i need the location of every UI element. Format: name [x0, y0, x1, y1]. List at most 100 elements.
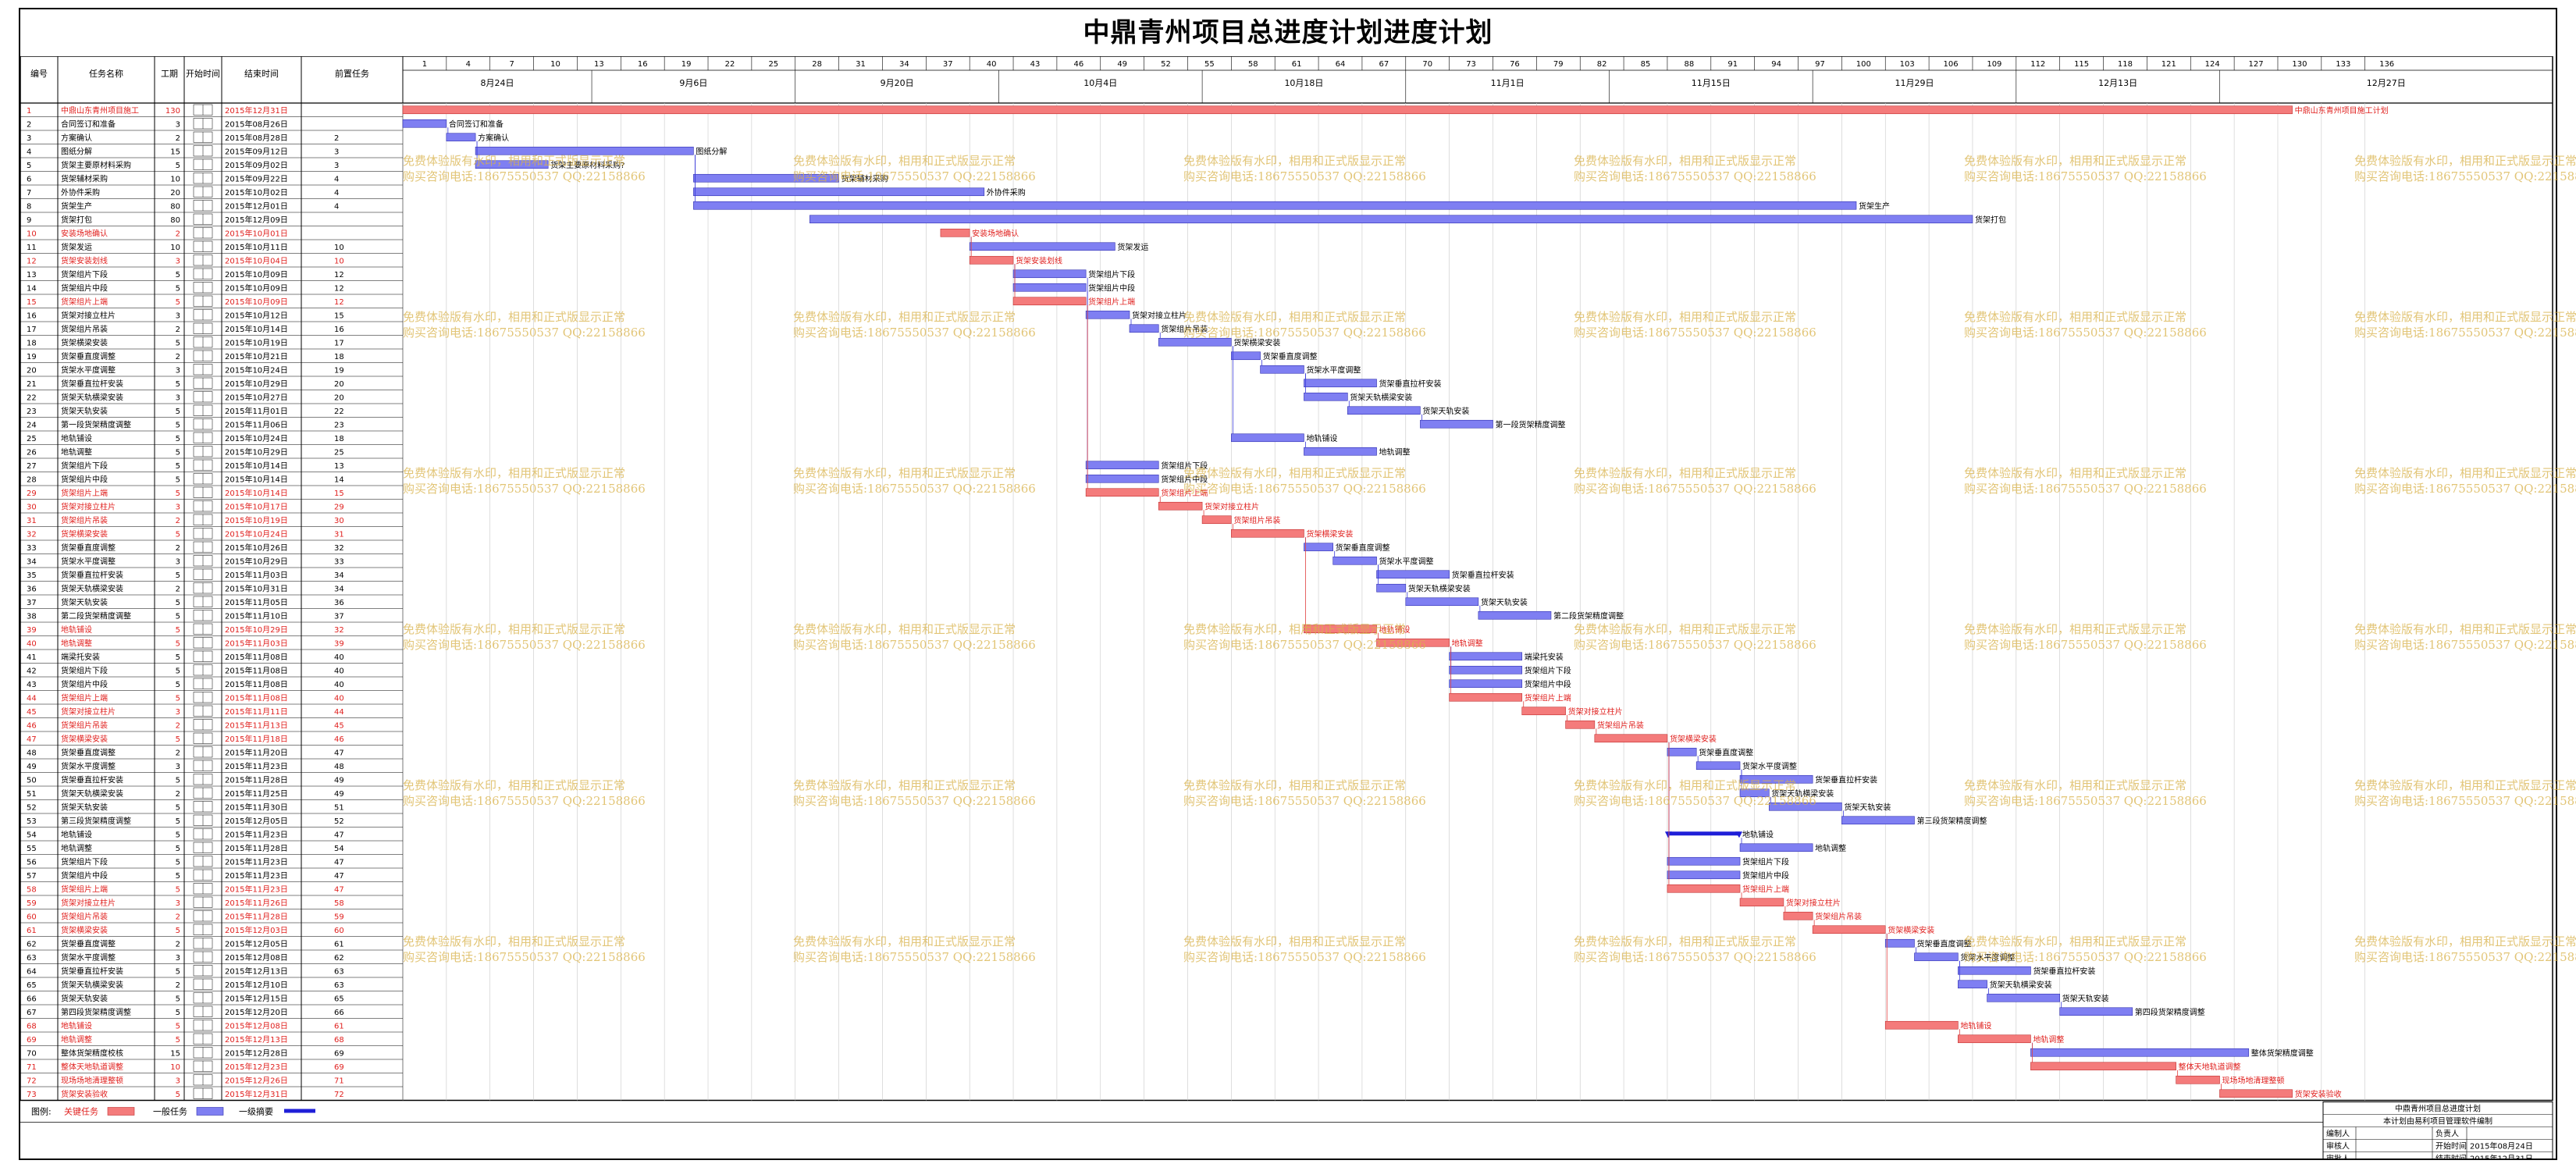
- task-bar[interactable]: [1085, 310, 1130, 319]
- critical-task-bar[interactable]: [402, 105, 2293, 115]
- task-bar[interactable]: [2030, 1048, 2250, 1057]
- task-name: 货架横梁安装: [61, 529, 108, 539]
- task-id: 59: [27, 899, 37, 908]
- task-bar[interactable]: [475, 160, 549, 169]
- critical-task-bar[interactable]: [969, 255, 1014, 265]
- task-id: 27: [27, 462, 37, 471]
- day-label: 103: [1900, 60, 1915, 69]
- task-id: 38: [27, 612, 37, 621]
- task-bar[interactable]: [1405, 597, 1479, 607]
- critical-task-bar[interactable]: [1739, 898, 1784, 907]
- critical-task-bar[interactable]: [1085, 488, 1159, 497]
- task-bar[interactable]: [1332, 556, 1377, 565]
- task-duration: 2: [176, 913, 180, 921]
- day-label: 73: [1466, 60, 1476, 69]
- critical-task-bar[interactable]: [1231, 529, 1304, 538]
- task-bar[interactable]: [1667, 747, 1697, 756]
- task-bar[interactable]: [1841, 816, 1915, 825]
- task-bar[interactable]: [1449, 679, 1523, 689]
- task-predecessor: 69: [334, 1049, 344, 1058]
- critical-task-bar[interactable]: [1449, 692, 1523, 702]
- critical-task-bar[interactable]: [1884, 1020, 1959, 1030]
- task-bar[interactable]: [1376, 570, 1450, 579]
- critical-task-bar[interactable]: [1812, 925, 1886, 934]
- critical-task-bar[interactable]: [1667, 884, 1741, 893]
- task-bar[interactable]: [1158, 337, 1232, 347]
- task-bar[interactable]: [809, 215, 1973, 224]
- critical-task-bar[interactable]: [2176, 1075, 2220, 1084]
- task-bar[interactable]: [1012, 283, 1087, 292]
- task-bar[interactable]: [1304, 543, 1333, 552]
- critical-task-bar[interactable]: [2030, 1062, 2176, 1071]
- task-duration: 5: [176, 448, 180, 457]
- task-duration: 5: [176, 1009, 180, 1017]
- task-bar[interactable]: [1449, 665, 1523, 674]
- task-finish: 2015年08月28日: [225, 133, 288, 143]
- task-duration: 2: [176, 981, 180, 990]
- task-bar-label: 货架生产: [1859, 201, 1890, 211]
- summary-bar[interactable]: [1667, 831, 1741, 836]
- task-bar[interactable]: [1739, 788, 1770, 798]
- task-bar[interactable]: [1739, 843, 1813, 852]
- task-duration: 5: [176, 681, 180, 689]
- task-bar[interactable]: [1260, 365, 1304, 374]
- task-predecessor: 68: [334, 1036, 344, 1045]
- task-bar[interactable]: [693, 201, 1857, 210]
- critical-task-bar[interactable]: [1521, 707, 1566, 716]
- task-id: 35: [27, 571, 37, 580]
- task-bar[interactable]: [1914, 952, 1959, 962]
- task-bar[interactable]: [1129, 324, 1159, 333]
- critical-task-bar[interactable]: [1201, 515, 1232, 525]
- task-bar[interactable]: [1768, 802, 1842, 811]
- task-bar[interactable]: [1667, 870, 1741, 880]
- task-finish: 2015年12月31日: [225, 105, 288, 116]
- task-bar[interactable]: [1958, 980, 1987, 989]
- task-bar[interactable]: [1478, 610, 1552, 620]
- task-bar[interactable]: [402, 119, 447, 128]
- task-finish: 2015年11月01日: [225, 406, 288, 416]
- critical-task-bar[interactable]: [1594, 734, 1668, 743]
- task-bar[interactable]: [2059, 1007, 2133, 1016]
- task-bar[interactable]: [475, 146, 694, 155]
- task-bar[interactable]: [1987, 993, 2060, 1002]
- task-bar[interactable]: [1695, 761, 1741, 771]
- task-name: 现场场地清理整顿: [61, 1075, 123, 1085]
- task-bar[interactable]: [1304, 447, 1377, 456]
- task-bar[interactable]: [1347, 406, 1421, 415]
- critical-task-bar[interactable]: [1304, 625, 1377, 634]
- task-name: 货架组片上端: [61, 297, 108, 307]
- task-finish: 2015年11月25日: [225, 788, 288, 799]
- task-bar[interactable]: [1667, 856, 1741, 866]
- day-label: 43: [1030, 60, 1041, 69]
- critical-task-bar[interactable]: [1783, 911, 1813, 920]
- task-predecessor: 39: [334, 639, 344, 648]
- task-bar[interactable]: [1085, 461, 1159, 470]
- task-bar[interactable]: [693, 187, 985, 197]
- critical-task-bar[interactable]: [940, 228, 970, 237]
- critical-task-bar[interactable]: [2219, 1089, 2293, 1098]
- task-duration: 10: [170, 175, 180, 183]
- task-bar[interactable]: [969, 242, 1115, 251]
- task-name: 方案确认: [61, 133, 92, 143]
- task-bar[interactable]: [1958, 966, 2031, 975]
- task-bar[interactable]: [1231, 351, 1261, 361]
- task-id: 49: [27, 763, 37, 771]
- task-bar[interactable]: [446, 133, 476, 142]
- page-title: 中鼎青州项目总进度计划进度计划: [1083, 17, 1493, 48]
- task-bar[interactable]: [1739, 774, 1813, 784]
- task-bar[interactable]: [1884, 938, 1915, 948]
- task-bar[interactable]: [1420, 419, 1493, 429]
- task-bar[interactable]: [1304, 392, 1348, 401]
- critical-task-bar[interactable]: [1565, 720, 1596, 729]
- task-bar[interactable]: [1231, 433, 1304, 443]
- task-bar[interactable]: [1376, 583, 1407, 593]
- task-bar[interactable]: [1012, 269, 1087, 279]
- critical-task-bar[interactable]: [1376, 638, 1450, 647]
- critical-task-bar[interactable]: [1958, 1034, 2031, 1044]
- task-bar[interactable]: [693, 173, 839, 183]
- task-bar[interactable]: [1304, 379, 1377, 388]
- critical-task-bar[interactable]: [1012, 297, 1087, 306]
- task-bar[interactable]: [1085, 474, 1159, 483]
- task-bar[interactable]: [1449, 652, 1523, 661]
- critical-task-bar[interactable]: [1158, 501, 1203, 511]
